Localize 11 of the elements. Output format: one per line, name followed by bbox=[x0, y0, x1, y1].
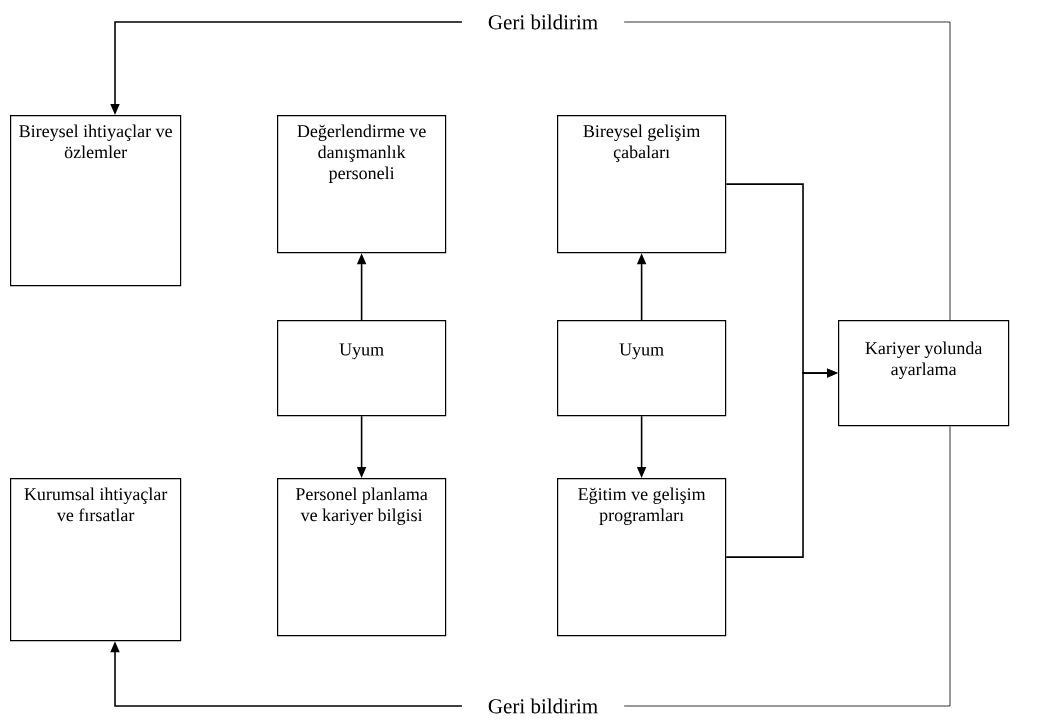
process-box: Personel planlama ve kariyer bilgisi bbox=[277, 478, 447, 637]
process-box: Uyum bbox=[557, 320, 727, 417]
process-box: Bireysel ihtiyaçlar ve özlemler bbox=[10, 115, 182, 287]
feedback-label: Geri bildirim bbox=[488, 14, 598, 30]
process-box: Uyum bbox=[277, 320, 447, 417]
process-box: Eğitim ve gelişim programları bbox=[557, 478, 727, 637]
process-box: Kurumsal ihtiyaçlar ve fırsatlar bbox=[10, 478, 182, 642]
feedback-label: Geri bildirim bbox=[488, 698, 598, 714]
process-box: Değerlendirme ve danışmanlık personeli bbox=[277, 115, 447, 254]
process-box: Bireysel gelişim çabaları bbox=[557, 115, 727, 254]
process-box: Kariyer yolunda ayarlama bbox=[838, 320, 1010, 427]
